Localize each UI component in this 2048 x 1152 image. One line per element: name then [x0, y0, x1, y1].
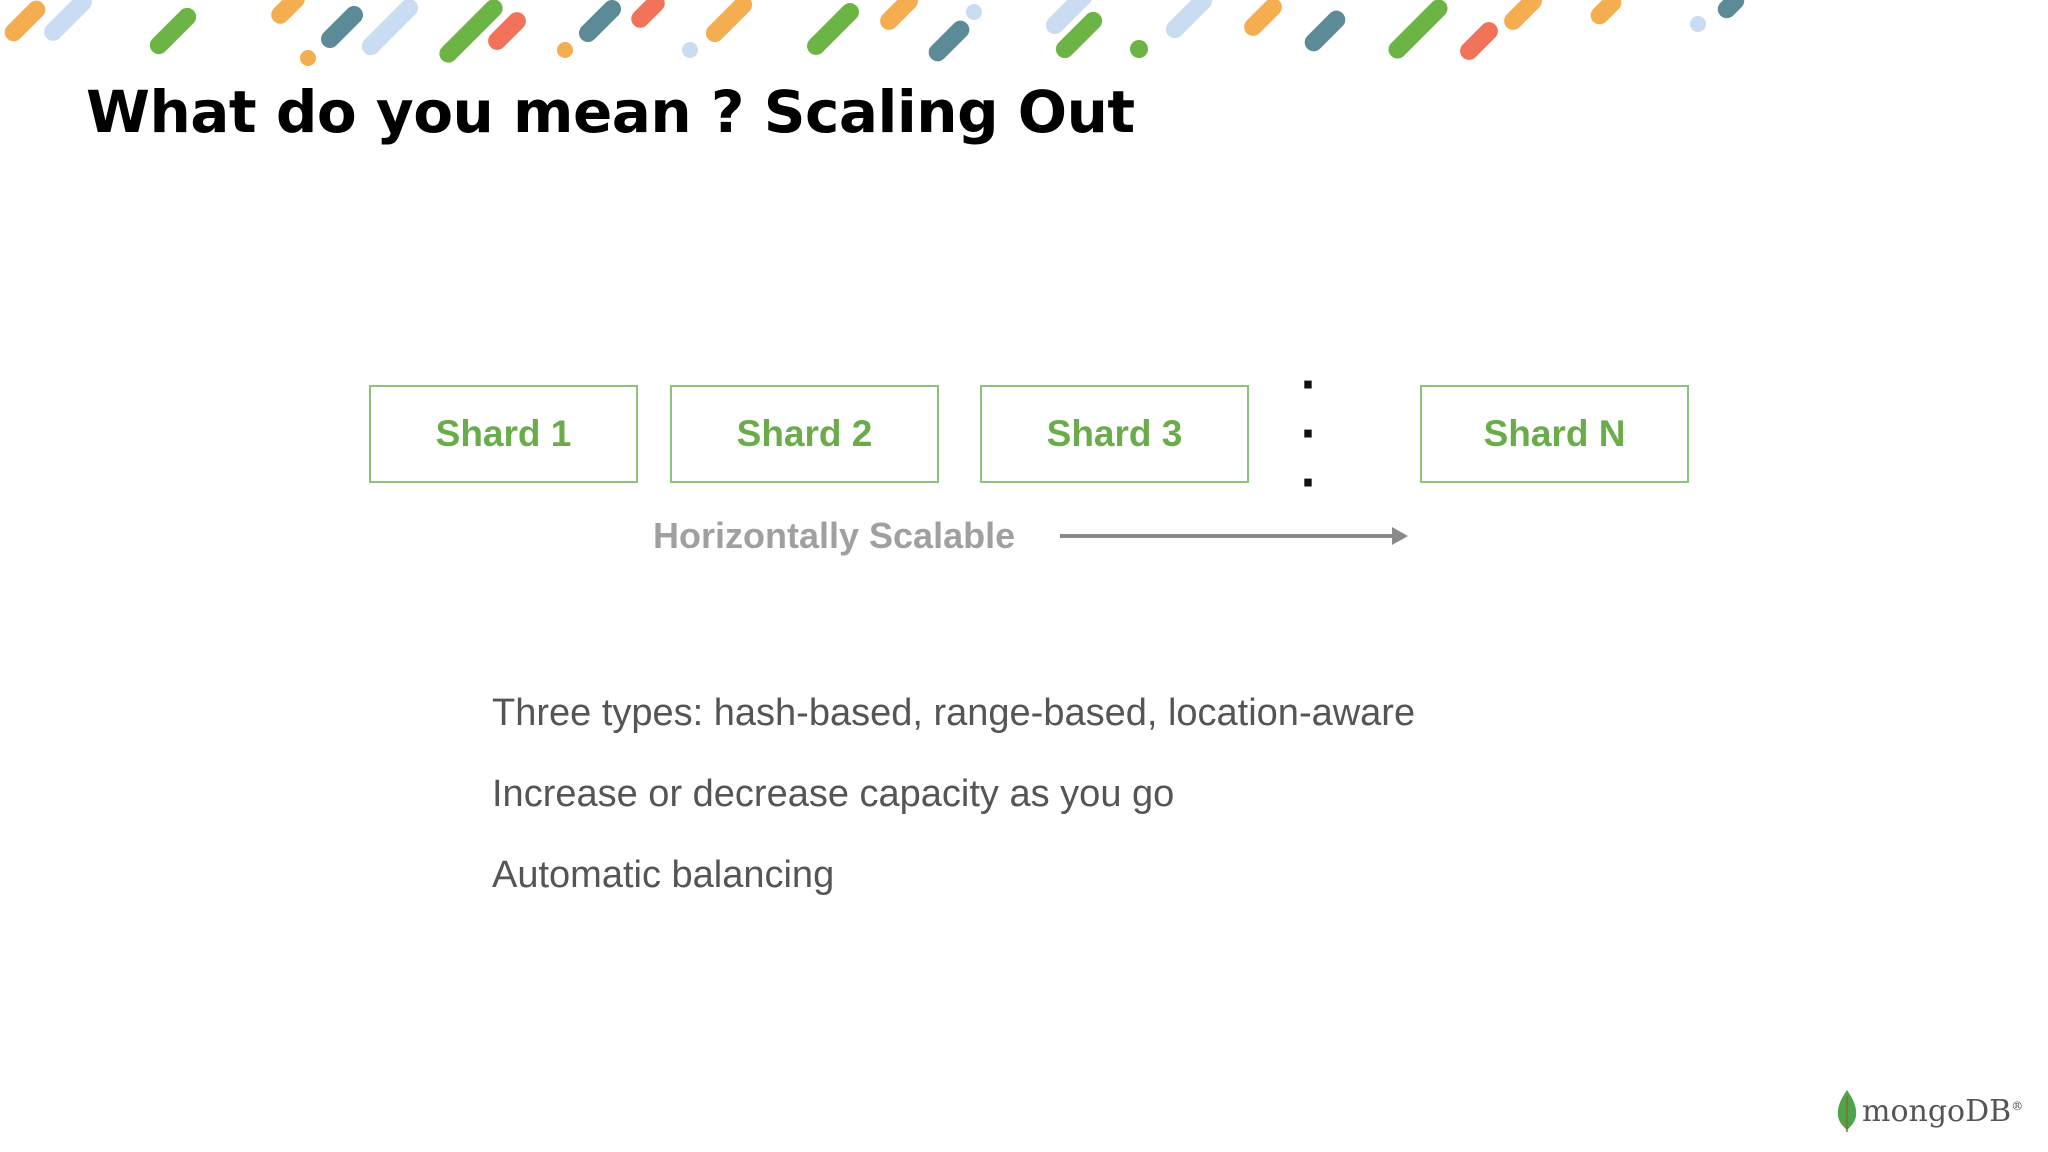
- bullet-item: Automatic balancing: [492, 854, 835, 896]
- banner-dot: [682, 42, 698, 58]
- right-arrow-icon: [1060, 527, 1408, 545]
- banner-stroke: [1500, 0, 1546, 34]
- banner-stroke: [924, 16, 974, 66]
- logo-text: mongoDB®: [1862, 1094, 2023, 1129]
- shard-box-3: Shard 3: [980, 385, 1249, 483]
- banner-stroke: [1300, 6, 1350, 56]
- banner-dot: [1690, 16, 1706, 32]
- banner-stroke: [1384, 0, 1452, 63]
- banner-stroke: [0, 0, 50, 46]
- banner-stroke: [1456, 18, 1502, 64]
- banner-dot: [300, 50, 316, 66]
- banner-stroke: [876, 0, 922, 34]
- horizontally-scalable-label: Horizontally Scalable: [653, 515, 1016, 556]
- banner-stroke: [627, 0, 669, 32]
- shard-box-2: Shard 2: [670, 385, 939, 483]
- banner-stroke: [1586, 0, 1626, 29]
- bullet-item: Three types: hash-based, range-based, lo…: [492, 692, 1416, 734]
- bullet-item: Increase or decrease capacity as you go: [492, 773, 1175, 815]
- registered-mark: ®: [2011, 1098, 2024, 1113]
- banner-stroke: [1714, 0, 1748, 22]
- shard-box-1: Shard 1: [369, 385, 638, 483]
- ellipsis: · · ·: [1300, 359, 1328, 507]
- banner-stroke: [1240, 0, 1286, 40]
- slide-title: What do you mean ? Scaling Out: [86, 78, 1135, 146]
- banner-dot: [557, 42, 573, 58]
- banner-stroke: [358, 0, 422, 59]
- leaf-icon: [1837, 1090, 1857, 1132]
- shard-box-n: Shard N: [1420, 385, 1689, 483]
- banner-stroke: [702, 0, 756, 46]
- logo-wordmark: mongoDB: [1862, 1093, 2012, 1129]
- banner-stroke: [803, 0, 863, 59]
- mongodb-logo: mongoDB®: [1836, 1090, 2023, 1132]
- banner-stroke: [267, 0, 309, 28]
- banner-stroke: [317, 2, 367, 52]
- banner-dot: [1130, 40, 1148, 58]
- banner-stroke: [40, 0, 96, 45]
- banner-stroke: [1162, 0, 1216, 42]
- banner-stroke: [146, 4, 200, 58]
- banner-stroke: [575, 0, 625, 46]
- banner-dot: [966, 4, 982, 20]
